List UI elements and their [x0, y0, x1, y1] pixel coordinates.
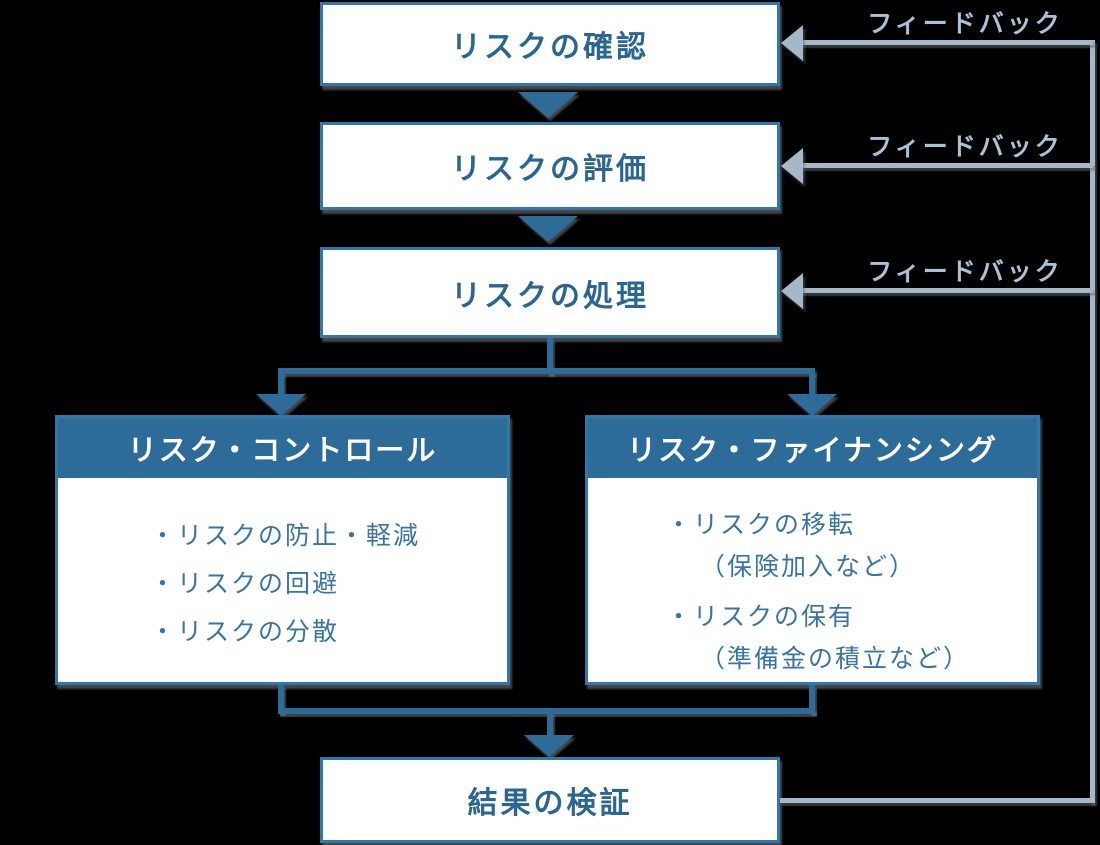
- list-item: ・リスクの移転: [666, 511, 856, 539]
- down-arrowhead-icon: [787, 394, 837, 416]
- feedback-label: フィードバック: [867, 258, 1063, 286]
- left-arrowhead-icon: [781, 273, 803, 309]
- down-arrow-icon: [518, 92, 578, 118]
- feedback-line: [800, 163, 1093, 168]
- branch-body: ・リスクの防止・軽減 ・リスクの回避 ・リスクの分散: [58, 478, 507, 656]
- feedback-line: [800, 40, 1093, 45]
- list-item: ・リスクの防止・軽減: [150, 522, 421, 550]
- left-arrowhead-icon: [781, 148, 803, 184]
- connector-line: [278, 708, 815, 714]
- branch-title: リスク・ファイナンシング: [627, 435, 998, 467]
- list-item: ・リスクの回避: [150, 570, 340, 598]
- step-label: リスクの確認: [451, 31, 649, 64]
- branch-box-risk-control: リスク・コントロール ・リスクの防止・軽減 ・リスクの回避 ・リスクの分散: [55, 415, 510, 685]
- feedback-line: [1090, 40, 1095, 803]
- connector-line: [809, 685, 815, 713]
- step-label: リスクの評価: [451, 153, 649, 186]
- connector-line: [547, 338, 553, 374]
- connector-line: [278, 372, 284, 396]
- branch-header: リスク・コントロール: [58, 418, 507, 478]
- step-label: リスクの処理: [451, 279, 649, 313]
- connector-line: [809, 372, 815, 396]
- down-arrow-icon: [518, 216, 578, 242]
- step-box-risk-treatment: リスクの処理: [320, 247, 780, 338]
- list-item-note: （保険加入など）: [700, 553, 917, 581]
- left-arrowhead-icon: [781, 25, 803, 61]
- list-item: ・リスクの保有: [666, 603, 856, 631]
- feedback-label: フィードバック: [867, 133, 1063, 161]
- down-arrowhead-icon: [524, 735, 574, 757]
- feedback-line: [800, 288, 1093, 293]
- down-arrowhead-icon: [256, 394, 306, 416]
- branch-body: ・リスクの移転 （保険加入など） ・リスクの保有 （準備金の積立など）: [588, 478, 1037, 680]
- connector-line: [278, 685, 284, 713]
- connector-line: [278, 368, 815, 374]
- connector-line: [547, 712, 553, 738]
- step-label: 結果の検証: [467, 787, 633, 820]
- step-box-result-verification: 結果の検証: [320, 757, 780, 843]
- feedback-line: [780, 798, 1093, 803]
- branch-title: リスク・コントロール: [127, 435, 438, 467]
- list-item: ・リスクの分散: [150, 618, 340, 646]
- feedback-label: フィードバック: [867, 10, 1063, 38]
- branch-box-risk-financing: リスク・ファイナンシング ・リスクの移転 （保険加入など） ・リスクの保有 （準…: [585, 415, 1040, 685]
- branch-header: リスク・ファイナンシング: [588, 418, 1037, 478]
- step-box-risk-identification: リスクの確認: [320, 2, 780, 86]
- list-item-note: （準備金の積立など）: [700, 645, 971, 673]
- step-box-risk-assessment: リスクの評価: [320, 122, 780, 210]
